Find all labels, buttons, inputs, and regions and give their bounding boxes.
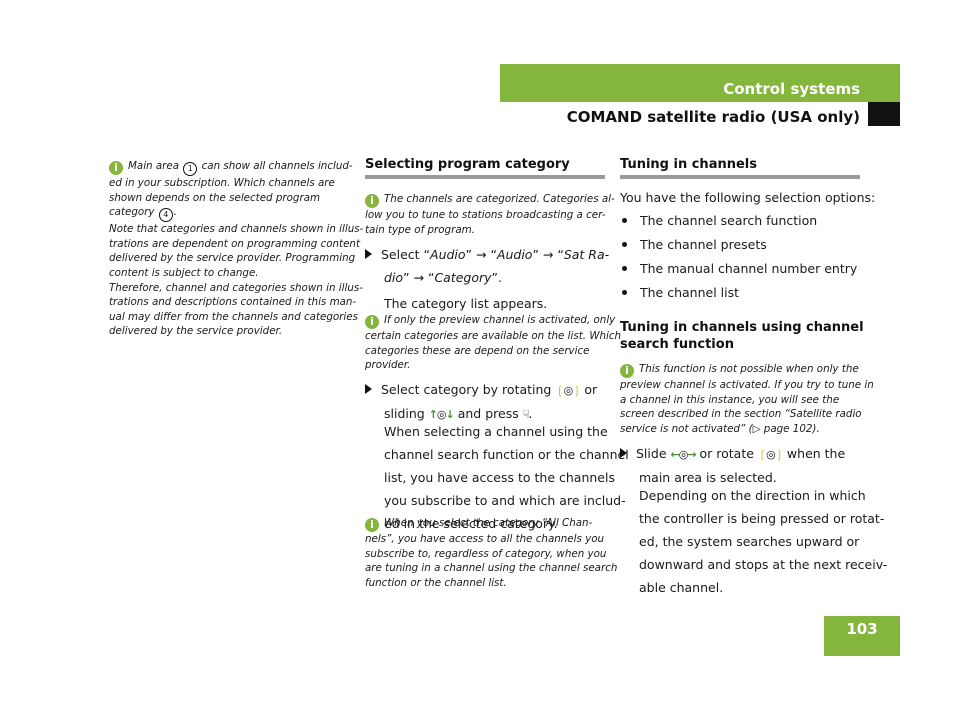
category-explanation: When selecting a channel using the chann… <box>384 424 629 531</box>
list-item: The channel presets <box>620 233 857 257</box>
marker-1: 1 <box>183 162 198 176</box>
info-icon: i <box>365 518 379 532</box>
info-icon: i <box>365 315 379 329</box>
result-text: The category list appears. <box>384 296 548 311</box>
list-item: The manual channel number entry <box>620 257 857 281</box>
page-number: 103 <box>846 620 878 638</box>
slide-leftright-icon: ←◎→ <box>670 448 696 461</box>
rotate-controller-icon: ❲◎❳ <box>555 384 581 397</box>
info-icon: i <box>620 364 634 378</box>
marker-4: 4 <box>158 208 173 223</box>
list-item: The channel list <box>620 281 857 305</box>
step-rotate-select: Select category by rotating ❲◎❳ or slidi… <box>365 378 597 426</box>
slide-updown-icon: ↑◎↓ <box>428 408 455 421</box>
header-accent <box>868 102 900 126</box>
info-icon: i <box>365 194 379 208</box>
step-slide-rotate: Slide ←◎→ or rotate ❲◎❳ when the main ar… <box>620 442 845 489</box>
step-arrow-icon <box>365 249 372 259</box>
search-explanation: Depending on the direction in which the … <box>639 488 888 595</box>
selection-options-list: The channel search function The channel … <box>620 209 857 305</box>
step-arrow-icon <box>620 448 627 458</box>
step-select-category-menu: Select “Audio” → “Audio” → “Sat Ra- dio”… <box>365 243 609 315</box>
selection-intro: You have the following selection options… <box>620 190 876 205</box>
heading-rule <box>620 175 860 179</box>
heading-rule <box>365 175 605 179</box>
press-controller-icon: ☟ <box>522 408 530 421</box>
subheading-channel-search: Tuning in channels using channel search … <box>620 320 864 352</box>
rotate-controller-icon: ❲◎❳ <box>757 448 784 461</box>
heading-tuning-channels: Tuning in channels <box>620 157 757 172</box>
heading-selecting-category: Selecting program category <box>365 157 570 172</box>
header-bar <box>500 64 900 102</box>
subsection-title: COMAND satellite radio (USA only) <box>566 108 860 126</box>
section-title: Control systems <box>723 80 860 98</box>
info-icon: i <box>109 161 123 175</box>
step-arrow-icon <box>365 384 372 394</box>
list-item: The channel search function <box>620 209 857 233</box>
page-number-box <box>824 616 900 656</box>
